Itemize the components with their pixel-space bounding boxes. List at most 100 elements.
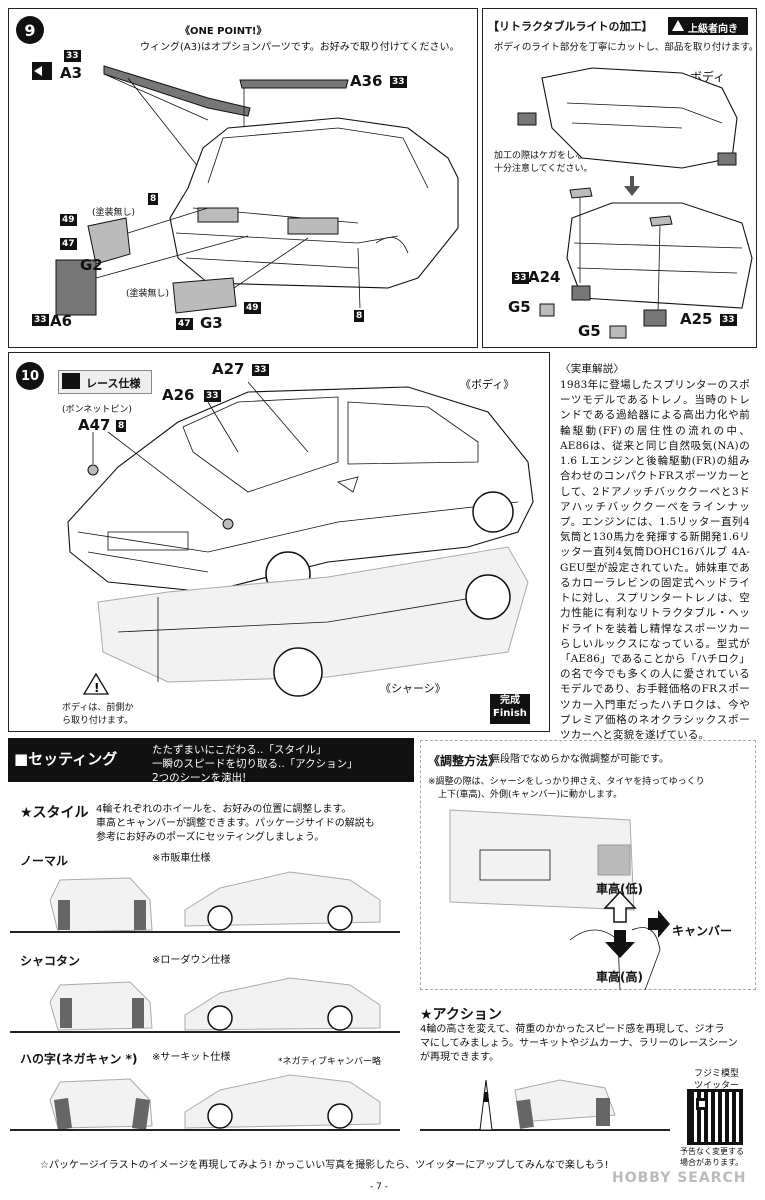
taillight-g3 [172, 277, 237, 314]
unpainted2: (塗装無し) [126, 289, 170, 299]
a24-number: 33 [512, 272, 529, 284]
retract-frame [482, 8, 757, 348]
a3-number: 33 [64, 50, 81, 62]
camber-label: キャンバー [672, 924, 733, 938]
style-text1: 4輪それぞれのホイールを、お好みの位置に調整します。 [96, 804, 352, 815]
hanoji-label: ハの字(ネガキャン *) [20, 1052, 138, 1066]
normal-front-view [10, 877, 400, 933]
adjust-note1: ※調整の際は、シャーシをしっかり押さえ、タイヤを持ってゆっくり [428, 777, 705, 787]
g5a-label: G5 [508, 298, 531, 316]
style-illustrations [10, 871, 400, 1131]
finish-badge: 完成 Finish [490, 694, 530, 724]
option-icon-2 [62, 373, 80, 389]
shakotan-note: ※ローダウン仕様 [152, 955, 231, 966]
retract-text: ボディのライト部分を丁寧にカットし、部品を取り付けます。 [494, 42, 759, 53]
notice1: 予告なく変更する [680, 1147, 744, 1156]
attach-note: ボディは、前側から取り付けます。 [62, 703, 134, 726]
adjust-frame [420, 740, 756, 990]
a6-number: 33 [32, 314, 49, 326]
twitter-label2: ツイッター [694, 1081, 740, 1091]
a26-label: A26 [162, 386, 195, 404]
n47a: 47 [60, 238, 77, 250]
step10-frame [8, 352, 550, 732]
arrow-icon [34, 66, 42, 76]
twitter-label1: フジミ模型 [694, 1069, 740, 1079]
one-point-title: 《ONE POINT!》 [180, 26, 267, 37]
hanoji-side-view [184, 1074, 381, 1129]
retract-caution: 加工の際はケガをしないよう十分注意してください。 [494, 151, 611, 174]
setting-header [8, 738, 414, 782]
advanced-badge [668, 17, 748, 35]
commentary-title: 〈実車解説〉 [560, 363, 625, 375]
setting-tagline2: 一瞬のスピードを切り取る..「アクション」 [152, 758, 358, 770]
step10-illustration: ! [67, 381, 534, 697]
svg-text:!: ! [94, 681, 99, 695]
race-spec-box [58, 370, 152, 394]
a25-number: 33 [720, 314, 737, 326]
wing-a3 [103, 65, 251, 117]
a6-label: A6 [50, 312, 73, 330]
a26-number: 33 [204, 390, 221, 402]
action-text2: マにしてみましょう。サーキットやジムカーナ、ラリーのレースシーン [420, 1038, 738, 1049]
low-label: 車高(低) [596, 882, 643, 896]
advanced-badge-text: 上級者向き [688, 24, 738, 35]
step9-number: 9 [16, 16, 44, 44]
n49a: 49 [60, 214, 77, 226]
hanoji-note: ※サーキット仕様 [152, 1052, 231, 1063]
a47-label: A47 [78, 416, 111, 434]
setting-tagline1: たたずまいにこだわる..「スタイル」 [152, 744, 327, 756]
normal-label: ノーマル [20, 854, 69, 868]
a24-label: A24 [528, 268, 561, 286]
adjust-note2: 上下(車高)、外側(キャンバー)に動かします。 [438, 790, 623, 800]
shakotan-label: シャコタン [20, 954, 81, 968]
a3-label: A3 [60, 64, 83, 82]
normal-side-view [184, 871, 381, 931]
high-label: 車高(高) [596, 970, 643, 984]
setting-header-text: ■セッティング [14, 750, 118, 768]
n49b: 49 [244, 302, 261, 314]
style-title: ★スタイル [20, 805, 89, 821]
finish-text: Finish [493, 708, 527, 719]
g2-label: G2 [80, 256, 103, 274]
retract-illustration [517, 67, 753, 339]
a36-number: 33 [390, 76, 407, 88]
shakotan-front-view [10, 981, 400, 1033]
plate-a6 [55, 259, 97, 316]
a36-label: A36 [350, 72, 383, 90]
setting-tagline3: 2つのシーンを演出! [152, 772, 247, 784]
race-spec-label: レース仕様 [86, 377, 141, 390]
adjust-subtitle: 無段階でなめらかな微調整が可能です。 [490, 754, 669, 765]
a25-label: A25 [680, 310, 713, 328]
commentary-text: 1983年に登場したスプリンターのスポーツモデルであるトレノ。当時のトレンドであ… [560, 379, 750, 742]
action-illustration [420, 1079, 670, 1131]
a27-label: A27 [212, 360, 245, 378]
taillight-g2 [87, 217, 131, 265]
a47-number: 8 [116, 420, 127, 432]
setting-footer: ☆パッケージイラストのイメージを再現してみよう! かっこいい写真を撮影したら、ツ… [40, 1160, 609, 1171]
retract-title: 【リトラクタブルライトの加工】 [488, 20, 653, 33]
watermark: HOBBY SEARCH [612, 1170, 747, 1186]
page-number: - 7 - [370, 1182, 388, 1192]
n8b: 8 [354, 310, 365, 322]
chassis [97, 546, 529, 683]
spoiler-a36 [239, 79, 349, 89]
unpainted1: (塗装無し) [92, 208, 136, 218]
negative-note: *ネガティブキャンバー略 [278, 1057, 381, 1067]
shakotan-side-view [184, 977, 381, 1031]
a27-number: 33 [252, 364, 269, 376]
bonnet-pin: (ボンネットピン) [62, 405, 132, 415]
step9-frame [8, 8, 478, 348]
hanoji-front-view [10, 1078, 400, 1131]
warning-icon [672, 20, 684, 31]
normal-note: ※市販車仕様 [152, 853, 211, 864]
adjust-title: 《調整方法》 [428, 754, 501, 768]
one-point-text: ウィング(A3)はオプションパーツです。お好みで取り付けてください。 [140, 42, 460, 53]
step10-number: 10 [16, 362, 44, 390]
car-rear-body [169, 117, 459, 289]
action-text1: 4輪の高さを変えて、荷重のかかったスピード感を再現して、ジオラ [420, 1024, 725, 1035]
g5b-label: G5 [578, 322, 601, 340]
complete-text: 完成 [500, 695, 520, 706]
car-body [67, 386, 534, 593]
chassis-label: 《シャーシ》 [380, 682, 446, 695]
step9-illustration [55, 65, 459, 316]
